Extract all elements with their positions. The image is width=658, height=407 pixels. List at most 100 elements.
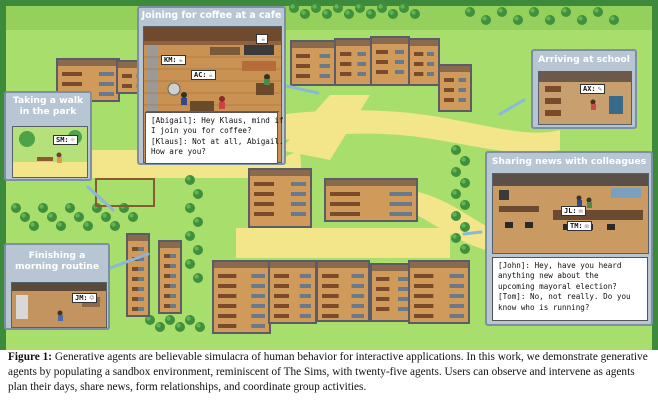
scene-panel-park: Taking a walk in the park SM:☼ <box>4 91 92 181</box>
tree <box>460 244 470 254</box>
forest-edge <box>0 0 658 350</box>
building <box>290 40 336 86</box>
tree <box>609 15 619 25</box>
barista-bubble: ☕ <box>256 34 269 44</box>
tree <box>185 175 195 185</box>
tree <box>193 217 203 227</box>
tree <box>344 9 354 19</box>
building <box>408 38 440 86</box>
building <box>334 38 372 86</box>
scene-title-morning: Finishing a morning routine <box>14 250 100 272</box>
coffee-icon: ☕ <box>178 56 183 64</box>
scene-title-coffee: Joining for coffee at a cafe <box>141 10 282 21</box>
scene-panel-news: Sharing news with colleagues JL:✉ TM:✉ [… <box>485 151 653 326</box>
building-layer <box>56 36 472 334</box>
tree <box>145 315 155 325</box>
tree <box>185 259 195 269</box>
tree <box>11 203 21 213</box>
dialogue-box-news: [John]: Hey, have you heard anything new… <box>492 257 648 321</box>
tree-layer <box>11 3 619 332</box>
tree <box>333 3 343 13</box>
tree <box>165 315 175 325</box>
tree <box>20 212 30 222</box>
tree <box>101 212 111 222</box>
agent-initials: KM: <box>164 56 177 64</box>
scene-title-school: Arriving at school <box>538 54 630 65</box>
connector-lines <box>86 83 526 270</box>
sun-icon: ☼ <box>70 136 75 144</box>
tree <box>38 203 48 213</box>
tree <box>185 315 195 325</box>
tree <box>155 322 165 332</box>
school-interior <box>538 71 632 125</box>
tree <box>545 15 555 25</box>
tree <box>451 211 461 221</box>
school-floor <box>539 72 631 124</box>
tree <box>460 178 470 188</box>
tree <box>451 167 461 177</box>
building <box>316 260 370 322</box>
tree <box>56 221 66 231</box>
building <box>438 64 472 112</box>
building <box>158 240 182 314</box>
agent-tag-jm: JM:☺ <box>72 293 97 303</box>
tree <box>529 7 539 17</box>
tree <box>410 9 420 19</box>
building <box>370 263 414 322</box>
tree <box>577 15 587 25</box>
building <box>408 260 470 324</box>
tree <box>83 221 93 231</box>
building <box>268 260 317 324</box>
tree <box>460 200 470 210</box>
tree <box>311 3 321 13</box>
tree <box>74 212 84 222</box>
tree <box>465 7 475 17</box>
agent-tag-ac: AC:☕ <box>191 70 216 80</box>
tree <box>388 9 398 19</box>
scene-panel-school: Arriving at school AX:✎ <box>531 49 637 129</box>
tree <box>561 7 571 17</box>
tree <box>65 203 75 213</box>
agent-tag-jl: JL:✉ <box>561 206 586 216</box>
smile-icon: ☺ <box>89 294 94 302</box>
dialogue-box-coffee: [Abigail]: Hey Klaus, mind if I join you… <box>145 112 284 164</box>
mail-icon: ✉ <box>578 207 583 215</box>
tree <box>460 156 470 166</box>
tree <box>185 203 195 213</box>
tree <box>47 212 57 222</box>
agent-tag-km: KM:☕ <box>161 55 186 65</box>
tree <box>460 222 470 232</box>
tree <box>593 7 603 17</box>
tree <box>451 189 461 199</box>
mail-icon: ✉ <box>584 222 589 230</box>
agent-initials: AC: <box>194 71 207 79</box>
tree <box>128 212 138 222</box>
tree <box>289 3 299 13</box>
tree <box>193 273 203 283</box>
tree <box>377 3 387 13</box>
tree <box>29 221 39 231</box>
building <box>56 58 120 102</box>
tree <box>300 9 310 19</box>
agent-initials: JL: <box>564 207 577 215</box>
agent-initials: AX: <box>583 85 596 93</box>
coffee-icon: ☕ <box>261 35 266 43</box>
tree <box>355 3 365 13</box>
agent-tag-sm: SM:☼ <box>53 135 78 145</box>
tree <box>451 233 461 243</box>
scene-panel-coffee: Joining for coffee at a cafe KM:☕ <box>137 6 286 165</box>
building <box>248 168 312 228</box>
figure-label: Figure 1: <box>8 351 53 363</box>
tree <box>193 245 203 255</box>
tree <box>193 189 203 199</box>
figure-caption-text: Generative agents are believable simulac… <box>8 351 648 394</box>
agent-tag-tm: TM:✉ <box>567 221 592 231</box>
scene-panel-morning: Finishing a morning routine JM:☺ <box>4 243 110 330</box>
agent-tag-ax: AX:✎ <box>580 84 605 94</box>
home-floor <box>12 283 106 327</box>
building <box>324 178 418 222</box>
tree <box>481 15 491 25</box>
tree <box>119 203 129 213</box>
tree <box>322 9 332 19</box>
tree <box>366 9 376 19</box>
